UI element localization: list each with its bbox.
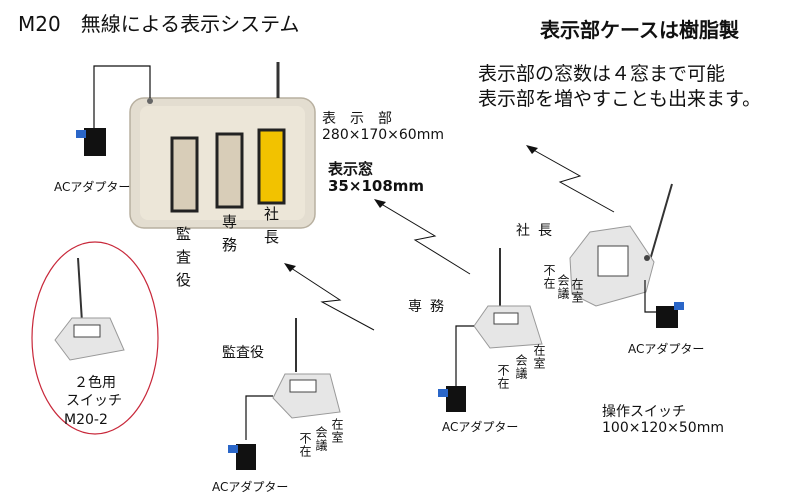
senmu-status-meeting: 会議 <box>514 354 528 380</box>
kansayaku-status-present: 在室 <box>330 418 344 444</box>
display-unit-label: 表 示 部 <box>322 111 392 127</box>
kansayaku-status-absent: 不在 <box>298 432 312 458</box>
senmu-status-absent: 不在 <box>496 364 510 390</box>
ac-adapter-icon <box>84 128 106 156</box>
shacho-switch-label: 社長 <box>516 223 560 239</box>
kansayaku-adapter-label: ACアダプター <box>212 480 289 494</box>
display-unit-box <box>129 62 316 229</box>
standalone-switch-device <box>54 257 125 361</box>
note-line-2: 表示部を増やすことも出来ます。 <box>478 88 762 110</box>
display-window-kansayaku <box>170 136 199 213</box>
display-window-shacho <box>257 128 286 205</box>
kansayaku-switch-label: 監査役 <box>222 345 264 361</box>
senmu-switch-device <box>473 248 543 349</box>
kansayaku-status-meeting: 会議 <box>314 426 328 452</box>
shacho-adapter-label: ACアダプター <box>628 342 705 356</box>
kansayaku-switch-device <box>272 318 341 419</box>
operation-switch-size: 100×120×50mm <box>602 420 724 436</box>
page-title: M20 無線による表示システム <box>18 12 300 36</box>
display-window-size: 35×108mm <box>328 177 425 195</box>
shacho-switch-device <box>569 183 673 307</box>
senmu-switch-label: 専務 <box>408 299 452 315</box>
shacho-status-absent: 不在 <box>542 264 556 290</box>
display-window-label: 表示窓 <box>328 160 374 178</box>
operation-switch-label: 操作スイッチ <box>602 404 686 420</box>
window-note: 表示部の窓数は４窓まで可能 表示部を増やすことも出来ます。 <box>478 62 761 112</box>
note-line-1: 表示部の窓数は４窓まで可能 <box>478 63 726 85</box>
display-adapter-label: ACアダプター <box>54 180 131 194</box>
slot-name-kansayaku: 監査役 <box>174 226 192 295</box>
display-unit-size: 280×170×60mm <box>322 127 444 143</box>
standalone-switch-line2: スイッチ <box>66 393 122 409</box>
standalone-switch-oval <box>31 241 159 435</box>
senmu-status-present: 在室 <box>532 344 546 370</box>
standalone-switch-line1: ２色用 <box>74 375 116 391</box>
shacho-status-present: 在室 <box>570 278 584 304</box>
display-window-senmu <box>215 132 244 209</box>
slot-name-senmu: 専務 <box>220 214 238 260</box>
case-material-heading: 表示部ケースは樹脂製 <box>540 18 739 42</box>
shacho-status-meeting: 会議 <box>556 274 570 300</box>
senmu-adapter-label: ACアダプター <box>442 420 519 434</box>
standalone-switch-model: M20-2 <box>64 412 108 428</box>
slot-name-shacho: 社長 <box>262 206 280 252</box>
